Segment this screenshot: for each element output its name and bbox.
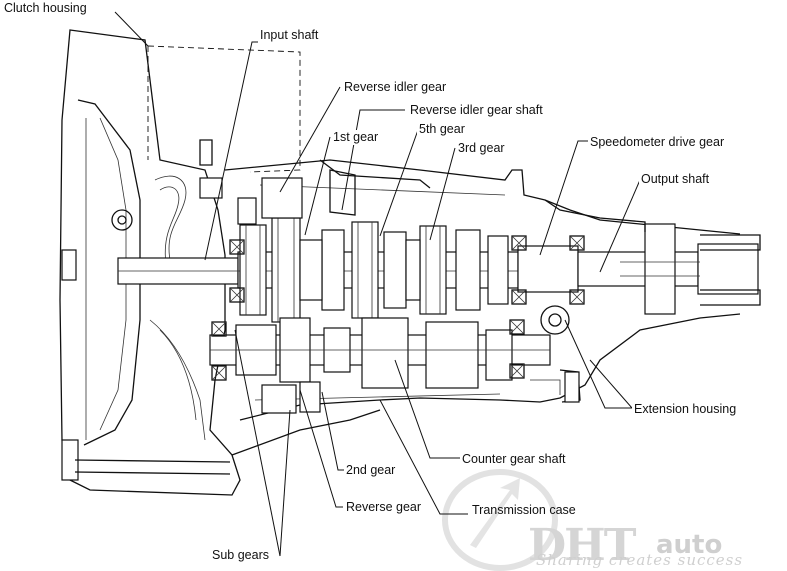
label-sub-gears: Sub gears bbox=[210, 548, 271, 563]
clutch-housing-outline bbox=[59, 29, 241, 496]
label-transmission-case: Transmission case bbox=[472, 503, 576, 517]
leader-lines bbox=[114, 11, 641, 557]
label-input-shaft: Input shaft bbox=[258, 28, 321, 43]
watermark-slogan: Sharing creates success bbox=[536, 551, 744, 569]
label-output-shaft: Output shaft bbox=[639, 172, 712, 187]
watermark-auto: auto bbox=[656, 530, 723, 560]
extension-housing-outline bbox=[530, 199, 646, 403]
label-reverse-idler-gear-shaft: Reverse idler gear shaft bbox=[408, 103, 545, 118]
watermark-logo: DHT bbox=[528, 520, 636, 571]
label-counter-gear-shaft: Counter gear shaft bbox=[460, 452, 568, 467]
counter-shaft bbox=[209, 317, 551, 414]
label-2nd-gear: 2nd gear bbox=[344, 463, 398, 478]
dashed-region bbox=[147, 45, 301, 173]
label-speedometer-drive-gear: Speedometer drive gear bbox=[588, 135, 727, 150]
watermark-ring bbox=[442, 469, 558, 571]
label-reverse-idler-gear: Reverse idler gear bbox=[342, 80, 449, 95]
main-shaft bbox=[117, 245, 579, 293]
label-extension-housing: Extension housing bbox=[632, 402, 739, 417]
label-1st-gear: 1st gear bbox=[331, 130, 381, 145]
label-3rd-gear: 3rd gear bbox=[456, 141, 507, 156]
transmission-case-outline bbox=[224, 159, 741, 456]
reverse-idler bbox=[199, 169, 356, 225]
label-reverse-gear: Reverse gear bbox=[344, 500, 424, 515]
main-shaft-gears bbox=[239, 217, 509, 323]
label-clutch-housing: Clutch housing bbox=[2, 1, 89, 16]
bearings bbox=[211, 235, 585, 381]
label-5th-gear: 5th gear bbox=[417, 122, 467, 137]
output-shaft bbox=[540, 223, 761, 335]
